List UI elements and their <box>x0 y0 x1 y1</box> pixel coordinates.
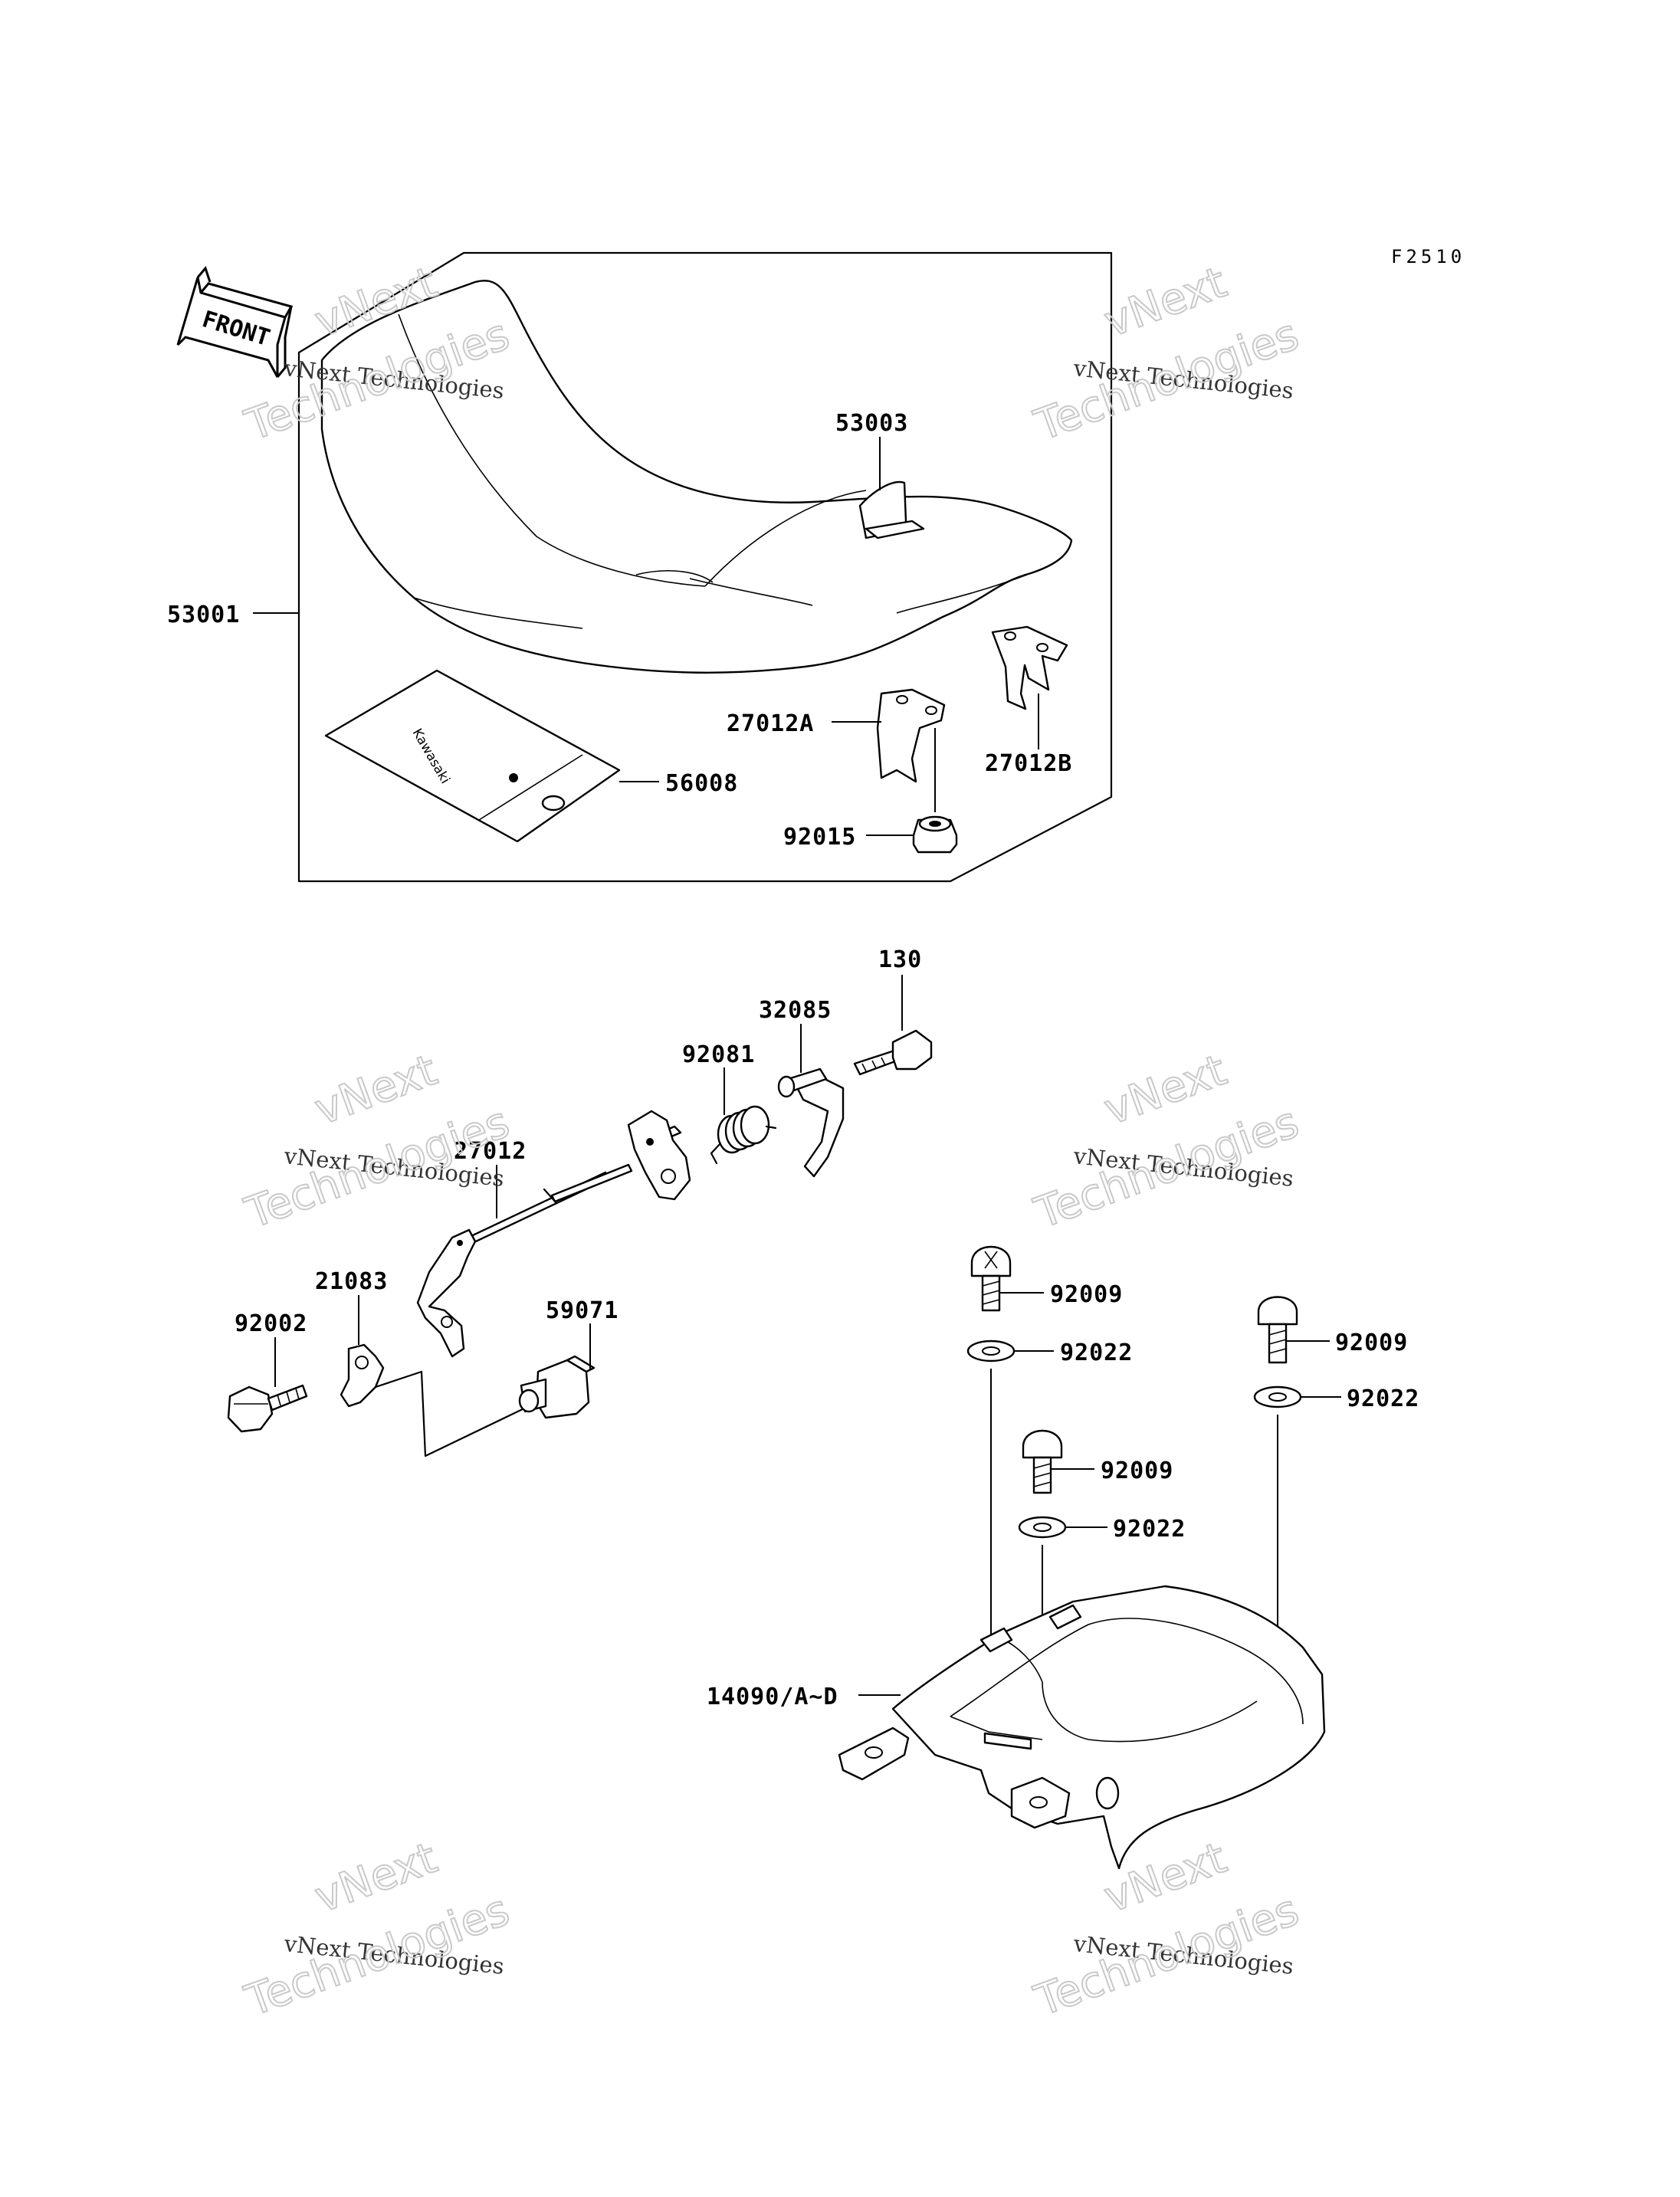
label-92081: 92081 <box>682 1041 755 1068</box>
screw-3-drawing <box>1022 1429 1063 1494</box>
bolt-130-drawing <box>853 1029 933 1076</box>
spring-drawing <box>710 1105 777 1165</box>
label-53001: 53001 <box>167 602 240 628</box>
label-32085: 32085 <box>759 997 832 1024</box>
connector-line <box>374 1370 530 1458</box>
tool-pad-drawing: Kawasaki <box>324 669 621 843</box>
label-27012: 27012 <box>454 1138 527 1165</box>
svg-text:vNext: vNext <box>1098 1045 1233 1135</box>
bolt-92002-drawing <box>227 1384 308 1433</box>
label-59071: 59071 <box>546 1297 619 1324</box>
label-27012a: 27012A <box>727 710 814 737</box>
label-56008: 56008 <box>665 770 738 797</box>
svg-text:vNext: vNext <box>309 1045 444 1135</box>
label-92009-c: 92009 <box>1101 1458 1173 1484</box>
seat-cowl-drawing <box>838 1585 1326 1870</box>
bracket-a-drawing <box>876 688 946 783</box>
washer-2-drawing <box>1253 1385 1302 1408</box>
bracket-b-drawing <box>991 625 1068 710</box>
label-92009-a: 92009 <box>1050 1281 1123 1308</box>
label-92009-b: 92009 <box>1335 1330 1408 1356</box>
svg-text:vNext: vNext <box>309 1833 444 1923</box>
nut-drawing <box>912 815 958 854</box>
watermark-5: vNext vNext Technologies Technologies <box>238 1832 517 2027</box>
label-92022-c: 92022 <box>1113 1516 1186 1543</box>
front-arrow-icon: FRONT <box>176 265 294 378</box>
seat-drawing <box>320 280 1073 674</box>
label-130: 130 <box>878 946 922 973</box>
label-92022-b: 92022 <box>1347 1385 1419 1412</box>
lever-drawing <box>340 1228 477 1408</box>
screw-1-drawing <box>970 1245 1012 1312</box>
label-53003: 53003 <box>835 410 908 437</box>
figure-code: F2510 <box>1391 246 1465 267</box>
rod-drawing <box>458 1110 691 1249</box>
washer-3-drawing <box>1018 1516 1067 1539</box>
watermark-4: vNext vNext Technologies Technologies <box>1028 1044 1306 1239</box>
washer-1-drawing <box>966 1340 1016 1362</box>
label-27012b: 27012B <box>985 750 1072 777</box>
hook-drawing <box>777 1067 845 1178</box>
screw-2-drawing <box>1257 1296 1298 1364</box>
seat-kit-outline <box>297 251 1113 883</box>
watermark-6: vNext vNext Technologies Technologies <box>1028 1832 1306 2027</box>
label-92022-a: 92022 <box>1060 1340 1133 1366</box>
label-92002: 92002 <box>235 1310 307 1337</box>
label-14090: 14090/A~D <box>707 1684 838 1710</box>
svg-text:vNext: vNext <box>1098 257 1233 347</box>
seat-strap-drawing <box>858 480 925 539</box>
watermark-2: vNext vNext Technologies Technologies <box>1028 257 1306 451</box>
cable-holder-drawing <box>518 1355 596 1419</box>
label-92015: 92015 <box>783 824 856 851</box>
label-21083: 21083 <box>315 1268 388 1295</box>
watermark-3: vNext vNext Technologies Technologies <box>238 1044 517 1239</box>
